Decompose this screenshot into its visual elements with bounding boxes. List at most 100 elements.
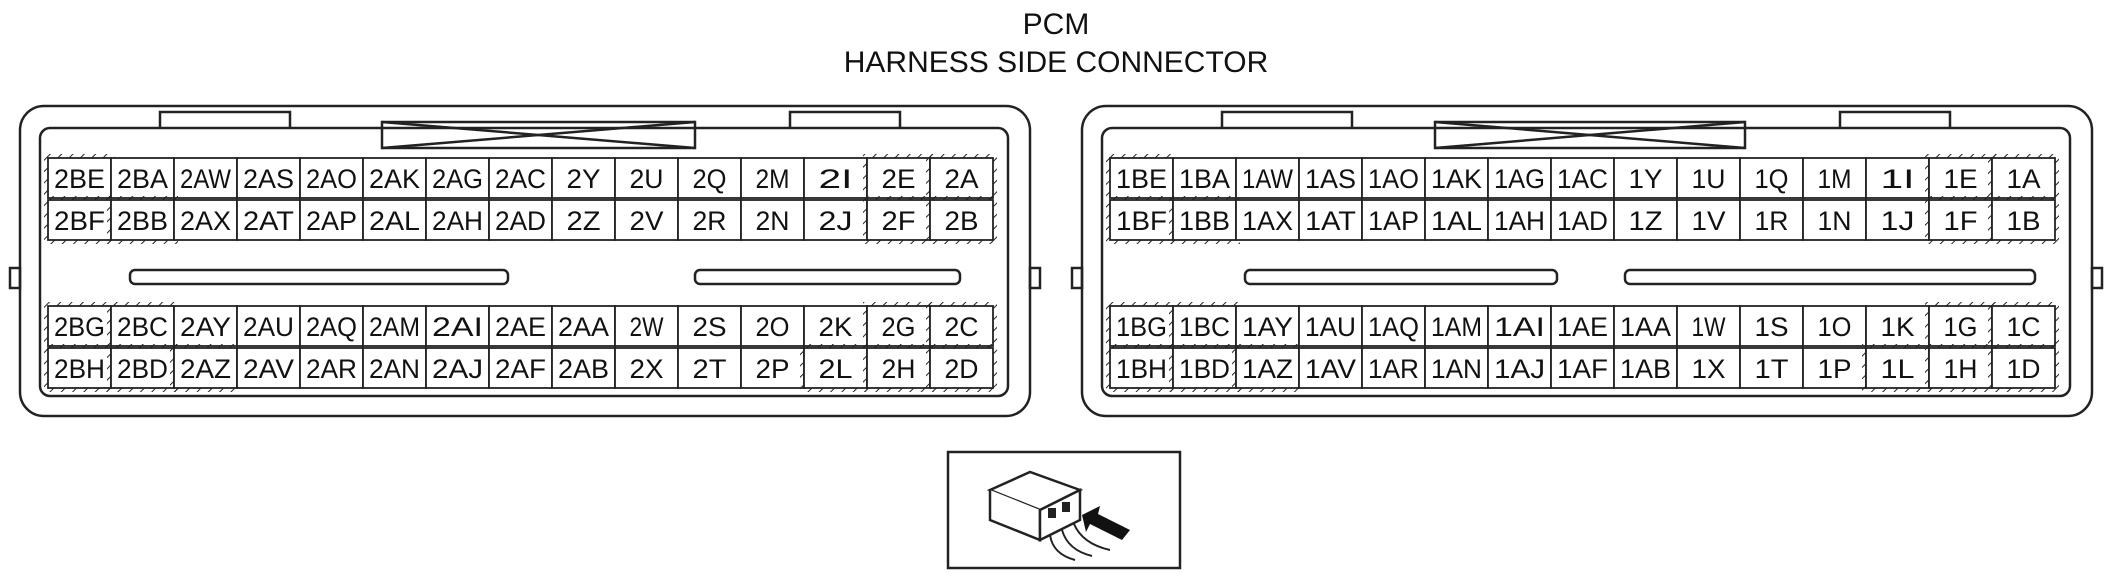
pin-label-2L: 2L	[819, 354, 853, 384]
pin-cell-1AH	[1487, 199, 1552, 241]
pin-cell-1AU	[1298, 305, 1363, 347]
pin-cell-2U	[614, 157, 679, 199]
pin-cell-2F	[866, 199, 931, 241]
pin-cell-2AW	[173, 157, 238, 199]
pin-cell-2Z	[551, 199, 616, 241]
pin-label-1I: 1I	[1881, 164, 1915, 194]
pin-label-1AX: 1AX	[1242, 206, 1293, 236]
pin-cell-1O	[1802, 305, 1867, 347]
pin-label-1BF: 1BF	[1116, 206, 1167, 236]
pin-label-2AE: 2AE	[495, 312, 546, 342]
pin-label-2W: 2W	[630, 312, 664, 342]
pin-label-1AB: 1AB	[1620, 354, 1671, 384]
pin-cell-2AO	[299, 157, 364, 199]
pin-cell-2AE	[488, 305, 553, 347]
pin-label-1E: 1E	[1944, 164, 1978, 194]
pin-cell-2AZ	[173, 347, 238, 389]
pin-label-2R: 2R	[693, 206, 727, 236]
pin-label-2BB: 2BB	[117, 206, 168, 236]
pin-cell-1AK	[1424, 157, 1489, 199]
pin-label-2BD: 2BD	[117, 354, 168, 384]
pin-label-1J: 1J	[1881, 206, 1915, 236]
pin-label-1AT: 1AT	[1305, 206, 1356, 236]
pin-cell-1B	[1991, 199, 2056, 241]
pin-label-1AA: 1AA	[1620, 312, 1671, 342]
pin-label-1AO: 1AO	[1368, 164, 1419, 194]
pin-label-2F: 2F	[882, 206, 916, 236]
pin-cell-1AB	[1613, 347, 1678, 389]
pin-cell-1P	[1802, 347, 1867, 389]
pin-label-1C: 1C	[2007, 312, 2041, 342]
pin-label-2AT: 2AT	[243, 206, 294, 236]
pin-label-2I: 2I	[819, 164, 853, 194]
pin-cell-1S	[1739, 305, 1804, 347]
pin-cell-2K	[803, 305, 868, 347]
pin-cell-1AZ	[1235, 347, 1300, 389]
pin-label-1H: 1H	[1944, 354, 1978, 384]
pin-label-2D: 2D	[945, 354, 979, 384]
pin-label-1BA: 1BA	[1179, 164, 1230, 194]
pin-cell-2Q	[677, 157, 742, 199]
pin-label-2AP: 2AP	[306, 206, 357, 236]
pin-label-2AU: 2AU	[243, 312, 294, 342]
pin-label-2AC: 2AC	[495, 164, 546, 194]
pin-label-1Y: 1Y	[1629, 164, 1663, 194]
pin-label-2AB: 2AB	[558, 354, 609, 384]
pin-cell-2M	[740, 157, 805, 199]
pin-label-2X: 2X	[630, 354, 664, 384]
pin-cell-1T	[1739, 347, 1804, 389]
pin-label-1BE: 1BE	[1116, 164, 1167, 194]
pin-cell-2H	[866, 347, 931, 389]
pin-label-1X: 1X	[1692, 354, 1726, 384]
pin-label-1F: 1F	[1944, 206, 1978, 236]
pin-label-1R: 1R	[1755, 206, 1789, 236]
pin-label-1AV: 1AV	[1305, 354, 1356, 384]
pin-label-2AG: 2AG	[432, 164, 483, 194]
pin-label-1L: 1L	[1881, 354, 1915, 384]
pin-label-2E: 2E	[882, 164, 916, 194]
pin-label-2G: 2G	[882, 312, 916, 342]
pin-label-1Q: 1Q	[1755, 164, 1789, 194]
pin-cell-2AX	[173, 199, 238, 241]
pin-cell-1F	[1928, 199, 1993, 241]
pin-label-1AF: 1AF	[1557, 354, 1608, 384]
pin-cell-2E	[866, 157, 931, 199]
pin-cell-2W	[614, 305, 679, 347]
pin-cell-2AB	[551, 347, 616, 389]
pin-label-1T: 1T	[1755, 354, 1789, 384]
pin-label-1P: 1P	[1818, 354, 1852, 384]
pin-cell-2AV	[236, 347, 301, 389]
pin-label-1AM: 1AM	[1431, 312, 1482, 342]
pin-cell-1D	[1991, 347, 2056, 389]
pin-label-2AR: 2AR	[306, 354, 357, 384]
pin-label-1AJ: 1AJ	[1494, 354, 1545, 384]
pin-cell-1AG	[1487, 157, 1552, 199]
pin-label-1AU: 1AU	[1305, 312, 1356, 342]
pin-label-1AS: 1AS	[1305, 164, 1356, 194]
pin-cell-1AW	[1235, 157, 1300, 199]
pin-cell-1AV	[1298, 347, 1363, 389]
pin-cell-1U	[1676, 157, 1741, 199]
pin-label-2V: 2V	[630, 206, 664, 236]
pin-label-1BB: 1BB	[1179, 206, 1230, 236]
pin-label-1AH: 1AH	[1494, 206, 1545, 236]
pin-cell-2AG	[425, 157, 490, 199]
pin-cell-2P	[740, 347, 805, 389]
pin-cell-1AP	[1361, 199, 1426, 241]
pin-label-2B: 2B	[945, 206, 979, 236]
pin-label-2BG: 2BG	[54, 312, 105, 342]
connector-2-housing	[8, 104, 1042, 418]
pin-label-2AF: 2AF	[495, 354, 546, 384]
pin-label-2Z: 2Z	[567, 206, 601, 236]
pin-cell-2B	[929, 199, 994, 241]
pin-cell-2BD	[110, 347, 175, 389]
pin-cell-1C	[1991, 305, 2056, 347]
pin-label-1O: 1O	[1818, 312, 1852, 342]
pin-label-2AH: 2AH	[432, 206, 483, 236]
pin-label-2N: 2N	[756, 206, 790, 236]
pin-cell-1AI	[1487, 305, 1552, 347]
pin-label-1AK: 1AK	[1431, 164, 1482, 194]
pin-label-1AI: 1AI	[1494, 312, 1545, 342]
pin-label-2AN: 2AN	[369, 354, 420, 384]
connector-1-housing	[1070, 104, 2104, 418]
